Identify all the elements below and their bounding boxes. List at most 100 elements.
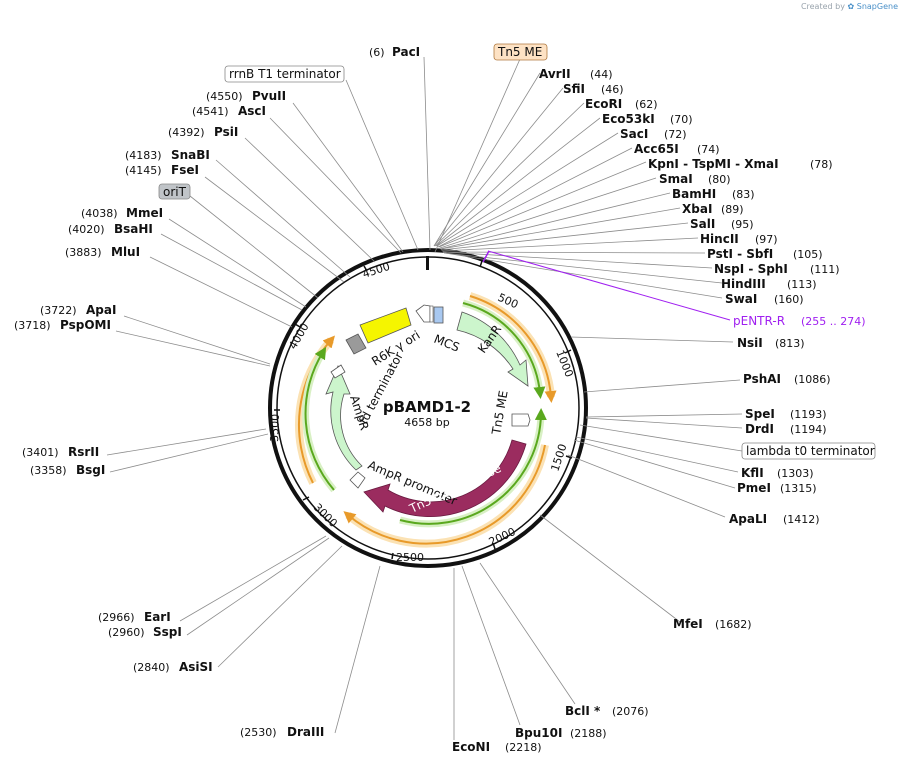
fd-terminator-feature[interactable] xyxy=(330,364,346,379)
plasmid-name: pBAMD1-2 xyxy=(383,398,471,416)
site-name: SpeI xyxy=(745,407,775,421)
site-pos: (4020) xyxy=(68,223,105,236)
site-name: MfeI xyxy=(673,617,703,631)
tick-1000: 1000 xyxy=(553,348,576,379)
lambda-box xyxy=(741,442,876,460)
site-pos: (4541) xyxy=(192,105,229,118)
site-name: DraIII xyxy=(287,725,324,739)
site-name: BamHI xyxy=(672,187,716,201)
orit-box xyxy=(158,183,191,200)
site-pos: (95) xyxy=(731,218,754,231)
site-pos: (4392) xyxy=(168,126,205,139)
tick-3500: 3500 xyxy=(268,414,282,442)
leader-lines xyxy=(106,56,743,740)
site-pos: (44) xyxy=(590,68,613,81)
tn5me-left-feature[interactable] xyxy=(429,305,434,323)
site-name: Acc65I xyxy=(634,142,679,156)
site-name: FseI xyxy=(171,163,199,177)
site-name: PstI - SbfI xyxy=(707,247,773,261)
site-pos: (105) xyxy=(793,248,823,261)
ampr-promoter-feature[interactable] xyxy=(349,471,366,489)
site-name: PsiI xyxy=(214,125,238,139)
site-name: PvuII xyxy=(252,89,286,103)
site-pos: (83) xyxy=(732,188,755,201)
site-name: MmeI xyxy=(126,206,163,220)
site-name: SnaBI xyxy=(171,148,210,162)
site-name: Eco53kI xyxy=(602,112,655,126)
primer-name: pENTR-R xyxy=(733,314,785,328)
primer-range: (255 .. 274) xyxy=(801,315,866,328)
site-pos: (1303) xyxy=(777,467,814,480)
site-name: EarI xyxy=(144,610,171,624)
site-name: BclI * xyxy=(565,704,601,718)
ampr-feature[interactable] xyxy=(325,364,363,471)
orf-arcs-green xyxy=(302,299,547,528)
grey-feature[interactable] xyxy=(345,333,367,355)
site-name: BsgI xyxy=(76,463,105,477)
site-pos: (111) xyxy=(810,263,840,276)
tn5me-box xyxy=(493,43,548,61)
lambda-label: lambda t0 terminator xyxy=(746,444,875,458)
site-pos: (1315) xyxy=(780,482,817,495)
snapgene-logo: ✿ SnapGene xyxy=(847,2,899,11)
site-pos: (2840) xyxy=(133,661,170,674)
transposase-feature[interactable] xyxy=(363,439,527,517)
small-arrow-feature[interactable] xyxy=(415,304,431,323)
site-pos: (3883) xyxy=(65,246,102,259)
site-name: PshAI xyxy=(743,372,781,386)
site-name: SspI xyxy=(153,625,182,639)
site-pos: (1412) xyxy=(783,513,820,526)
site-pos: (2076) xyxy=(612,705,649,718)
site-pos: (4550) xyxy=(206,90,243,103)
site-pos: (3358) xyxy=(30,464,67,477)
site-pos: (3718) xyxy=(14,319,51,332)
site-name: AscI xyxy=(238,104,266,118)
site-pos: (1682) xyxy=(715,618,752,631)
site-name: BsaHI xyxy=(114,222,153,236)
site-name: MluI xyxy=(111,245,140,259)
right-site-labels: AvrII(44) SfiI(46) EcoRI(62) Eco53kI(70)… xyxy=(452,67,840,754)
site-name: HincII xyxy=(700,232,739,246)
site-pos: (78) xyxy=(810,158,833,171)
site-name: HindIII xyxy=(721,277,766,291)
site-pos: (2966) xyxy=(98,611,135,624)
site-pos: (6) xyxy=(369,46,385,59)
site-pos: (70) xyxy=(670,113,693,126)
tick-2500: 2500 xyxy=(396,551,424,564)
site-name: Bpu10I xyxy=(515,726,562,740)
tn5me-inner-label: Tn5 ME xyxy=(489,389,511,436)
site-name: PacI xyxy=(392,45,420,59)
plasmid-length: 4658 bp xyxy=(404,416,449,429)
site-name: AsiSI xyxy=(179,660,213,674)
site-name: RsrII xyxy=(68,445,99,459)
left-site-labels: (6) PacI (4550) PvuII (4541) AscI (4392) Psi… xyxy=(14,45,420,739)
site-name: SalI xyxy=(690,217,715,231)
site-name: SfiI xyxy=(563,82,585,96)
site-name: DrdI xyxy=(745,422,774,436)
site-pos: (3722) xyxy=(40,304,77,317)
tn5me-right-feature[interactable] xyxy=(511,413,531,427)
site-pos: (160) xyxy=(774,293,804,306)
site-pos: (1193) xyxy=(790,408,827,421)
site-pos: (80) xyxy=(708,173,731,186)
tick-4000: 4000 xyxy=(286,321,311,352)
mcs-label: MCS xyxy=(432,332,462,355)
site-pos: (97) xyxy=(755,233,778,246)
credit-prefix: Created by xyxy=(800,2,845,11)
site-pos: (4038) xyxy=(81,207,118,220)
kanr-feature[interactable] xyxy=(456,311,529,387)
site-pos: (1086) xyxy=(794,373,831,386)
rrnb-box xyxy=(224,65,345,83)
site-name: ApaI xyxy=(86,303,116,317)
created-by-credit: Created by ✿ SnapGene xyxy=(801,2,898,11)
site-pos: (62) xyxy=(635,98,658,111)
primer-leader xyxy=(487,250,731,321)
rrnb-label: rrnB T1 terminator xyxy=(229,67,341,81)
r6k-ori-feature[interactable] xyxy=(359,307,412,344)
site-name: KpnI - TspMI - XmaI xyxy=(648,157,779,171)
site-name: EcoRI xyxy=(585,97,622,111)
credit-brand: SnapGene xyxy=(856,2,898,11)
mcs-feature[interactable] xyxy=(433,306,444,324)
site-name: AvrII xyxy=(539,67,571,81)
